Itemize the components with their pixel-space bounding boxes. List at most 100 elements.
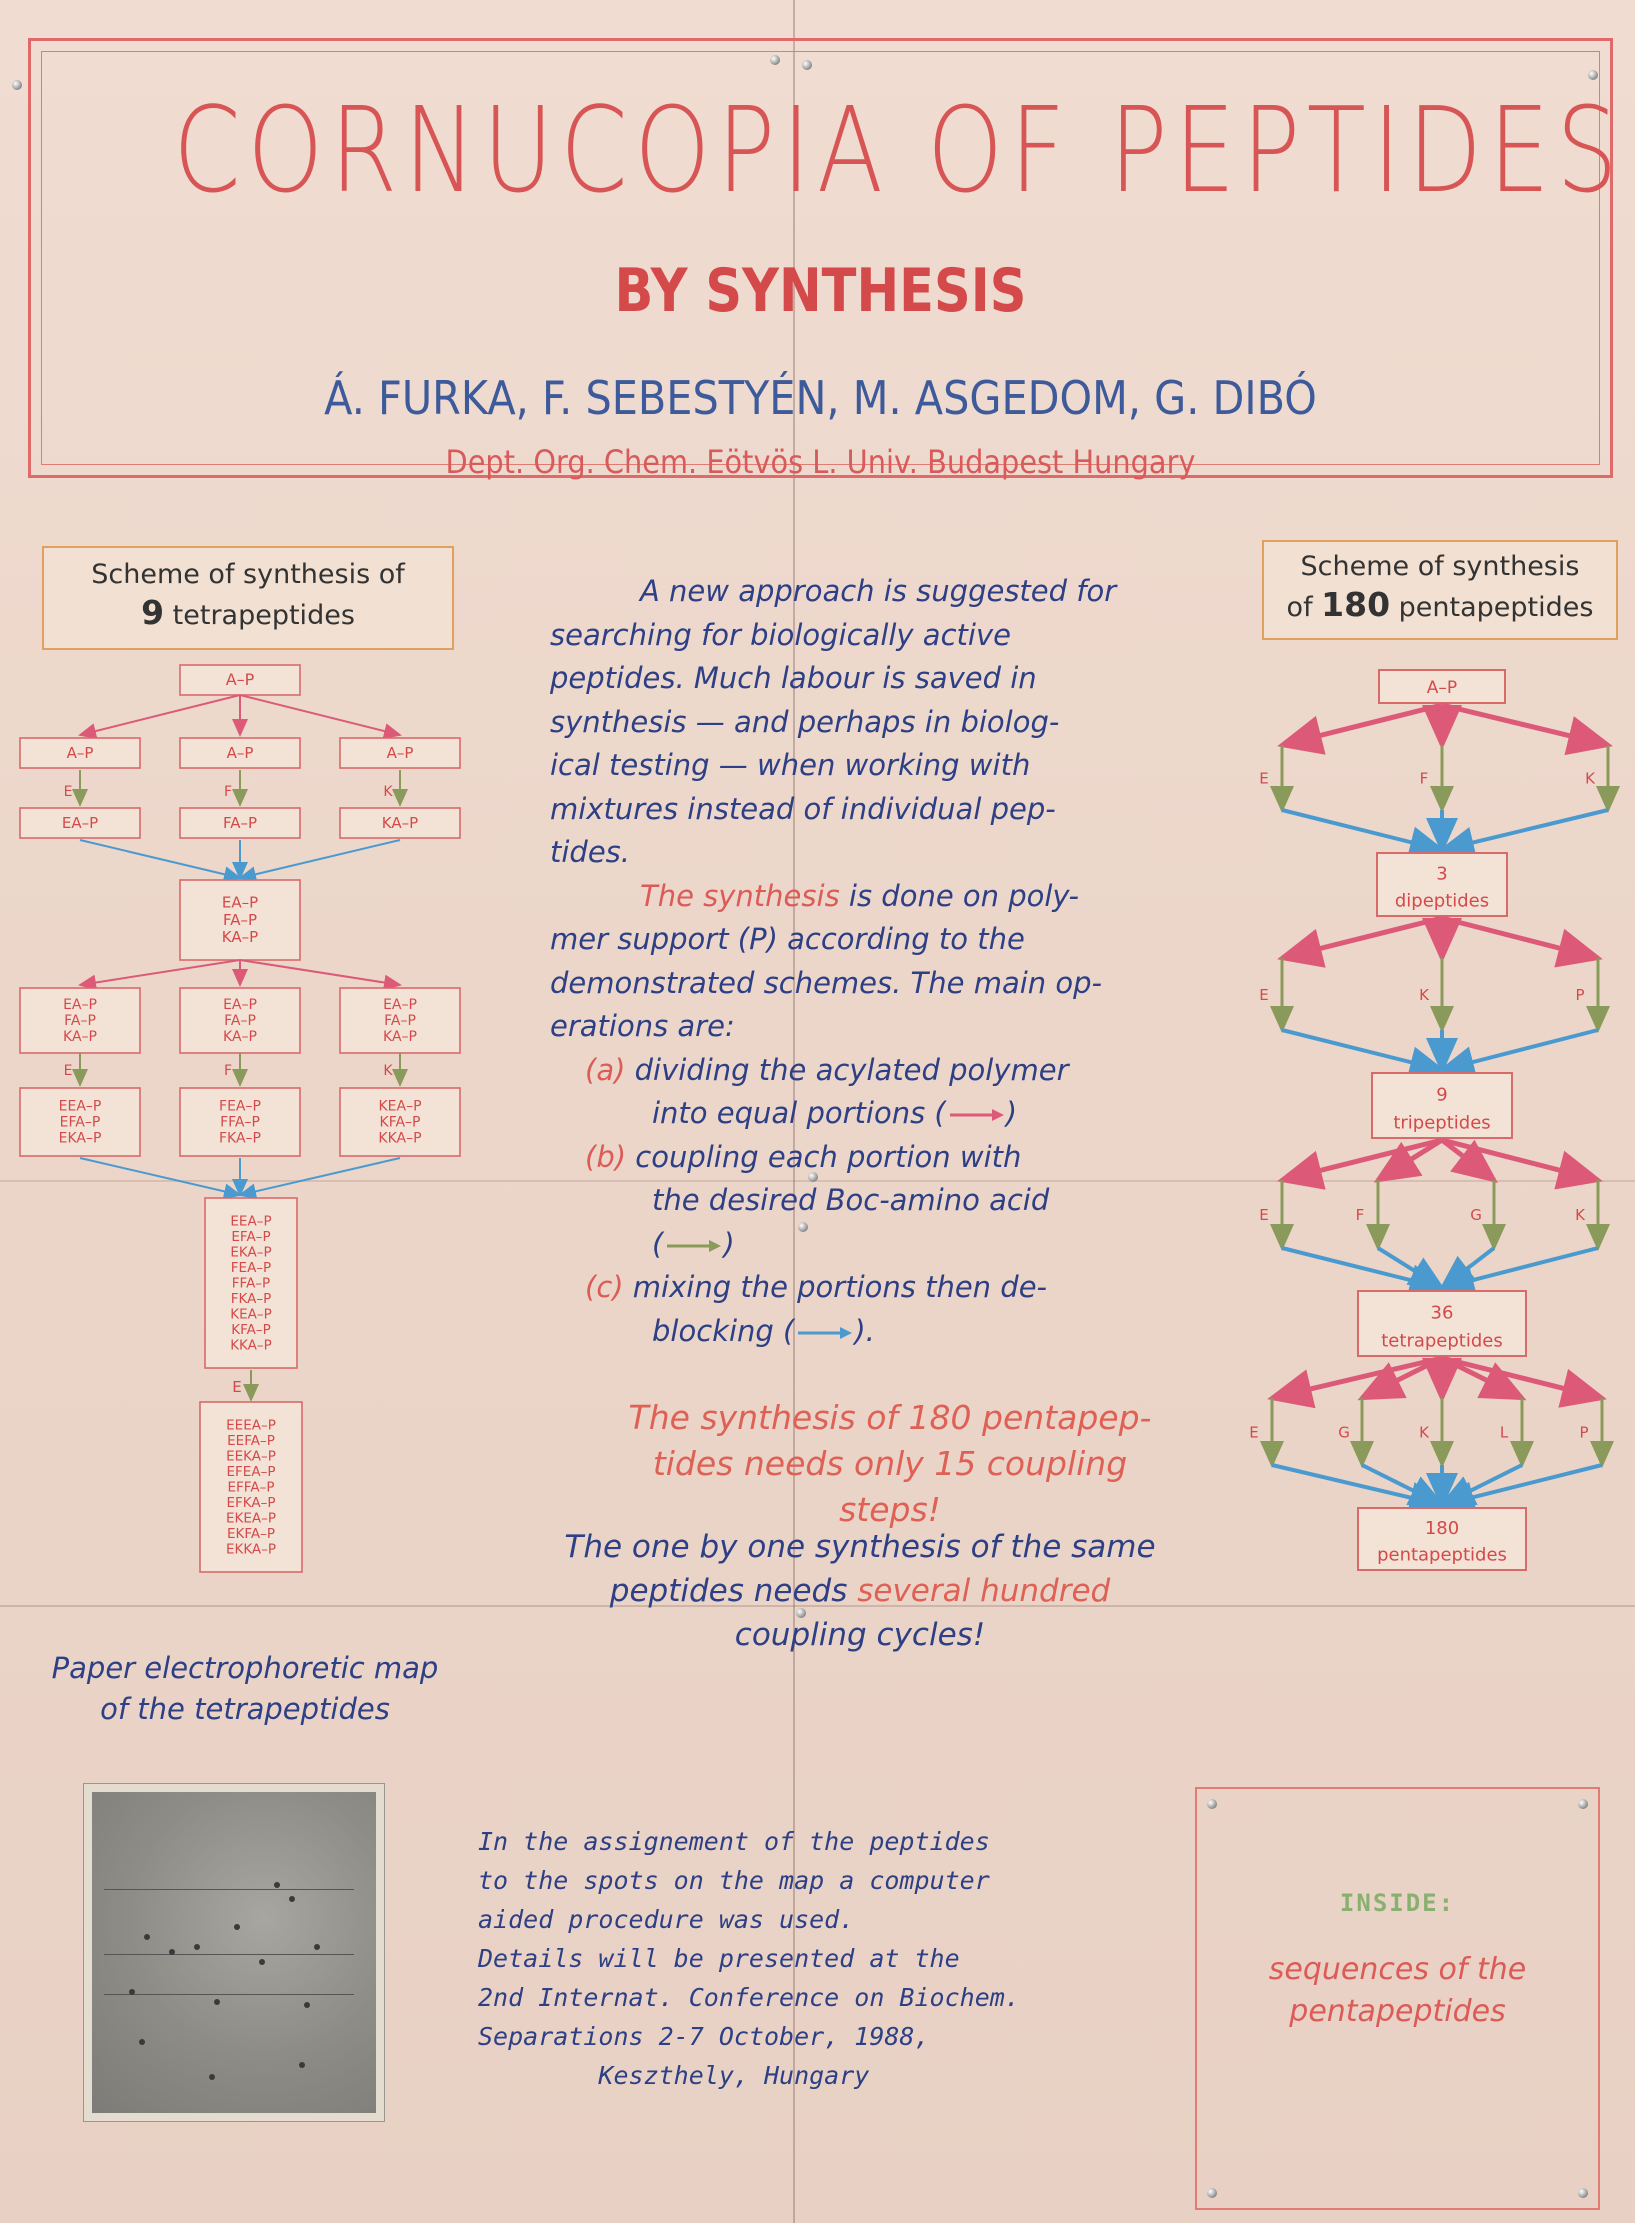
left-top-box <box>179 664 301 696</box>
operation-b-text: coupling each portion with <box>635 1139 1022 1174</box>
right-box-tripeptides-label: tripeptides <box>1393 1112 1490 1133</box>
left-scheme-label-number: 9 <box>141 593 165 632</box>
right-box-pentapeptides <box>1357 1507 1527 1571</box>
map-spot <box>209 2074 215 2080</box>
right-box-pentapeptides-number: 180 <box>1425 1518 1459 1539</box>
operation-b-line3: () <box>550 1223 1160 1267</box>
intro-line: tides. <box>550 835 631 869</box>
red-note-line: tides needs only 15 coupling steps! <box>652 1444 1128 1529</box>
left-row2-box-text: KA–P <box>382 814 418 832</box>
left-row4-box-text: KFA–P <box>380 1115 421 1131</box>
left-row1-box-text: A–P <box>67 744 94 762</box>
left-mix1-box-text: FA–P <box>223 911 257 929</box>
pin-icon <box>808 1172 818 1182</box>
fold-line-vertical <box>793 0 795 2223</box>
left-row3-box <box>339 987 461 1054</box>
right-aa-label: P <box>1579 1424 1588 1442</box>
map-spot <box>139 2039 145 2045</box>
left-row3-box-text: KA–P <box>63 1029 97 1045</box>
red-note-line: The synthesis of 180 pentapep- <box>628 1398 1152 1437</box>
left-scheme-label-line1: Scheme of synthesis of <box>91 559 405 590</box>
right-scheme-label-line1: Scheme of synthesis <box>1300 551 1580 582</box>
arrow <box>1271 1463 1446 1514</box>
assignment-line: Keszthely, Hungary <box>478 2061 870 2090</box>
left-top-box-text: A–P <box>226 670 255 689</box>
arrow <box>1441 915 1603 968</box>
left-mix2-box-text: FEA–P <box>231 1260 271 1276</box>
left-aa2-label: E <box>64 1063 73 1079</box>
affiliation: Dept. Org. Chem. Eötvös L. Univ. Budapes… <box>445 443 1196 481</box>
pin-icon <box>770 55 780 65</box>
operation-c-text: mixing the portions then de- <box>632 1270 1047 1304</box>
map-grid-line <box>104 1954 354 1955</box>
assignment-line: Separations 2-7 October, 1988, <box>478 2022 930 2051</box>
arrow <box>1440 1138 1498 1184</box>
left-row1-box <box>179 737 301 769</box>
pin-icon <box>1207 2188 1217 2198</box>
right-box-tripeptides <box>1371 1072 1513 1139</box>
left-mix2-box-text: KFA–P <box>231 1322 271 1338</box>
couple-arrow-icon <box>667 1239 722 1252</box>
left-mix2-box-text: EKA–P <box>230 1244 271 1260</box>
right-box-dipeptides-label: dipeptides <box>1395 891 1489 912</box>
map-grid-line <box>104 1994 354 1995</box>
right-aa-label: F <box>1420 770 1429 788</box>
arrow <box>1441 702 1613 756</box>
arrow <box>1438 808 1609 859</box>
arrow <box>1441 1137 1603 1190</box>
right-aa-label: K <box>1419 1424 1430 1442</box>
right-aa-label: E <box>1259 986 1268 1004</box>
arrow <box>1277 1137 1443 1190</box>
left-aa2-label: K <box>383 1063 393 1079</box>
operation-c-line2: blocking (). <box>550 1310 1160 1354</box>
arrow <box>1281 1028 1446 1078</box>
assignment-line: 2nd Internat. Conference on Biochem. <box>478 1983 1020 2012</box>
assignment-line: Details will be presented at the <box>478 1944 960 1973</box>
method-line-rest: is done on poly- <box>839 878 1080 913</box>
left-row2-box-text: EA–P <box>62 814 98 832</box>
left-mix2-box-text: FFA–P <box>232 1275 270 1291</box>
left-row3-box-text: FA–P <box>384 1013 416 1029</box>
arrow <box>238 1157 401 1200</box>
left-final-box-text: EEKA–P <box>226 1448 276 1464</box>
right-aa-label: P <box>1575 986 1584 1004</box>
mix-arrow-icon <box>798 1326 853 1339</box>
intro-line: A new approach is suggested for <box>640 574 1117 608</box>
intro-line: peptides. Much labour is saved in <box>550 661 1037 695</box>
map-label-line: Paper electrophoretic map <box>51 1651 439 1685</box>
fold-line-horizontal-lower <box>0 1605 1635 1607</box>
left-mix2-box-text: FKA–P <box>231 1291 272 1307</box>
right-aa-label: K <box>1585 770 1596 788</box>
left-mix2-box-text: EEA–P <box>230 1213 271 1229</box>
operation-a: (a) dividing the acylated polymer <box>550 1049 1160 1093</box>
assignment-line: aided procedure was used. <box>478 1905 855 1934</box>
arrow <box>1438 1246 1599 1296</box>
assignment-note: In the assignement of the peptides to th… <box>478 1822 1088 2095</box>
left-row4-box-text: KEA–P <box>378 1098 421 1114</box>
pin-icon <box>796 1608 806 1618</box>
map-spot <box>259 1959 265 1965</box>
left-final-box-text: EKKA–P <box>226 1541 276 1557</box>
left-row4-box-text: KKA–P <box>378 1131 421 1147</box>
operation-b: (b) coupling each portion with <box>550 1136 1160 1180</box>
right-aa-label: K <box>1575 1206 1586 1224</box>
left-row3-box <box>179 987 301 1054</box>
method-line: demonstrated schemes. The main op- <box>550 965 1102 1000</box>
left-row3-box-text: FA–P <box>224 1013 256 1029</box>
left-row4-box-text: FFA–P <box>220 1115 260 1131</box>
left-final-box-text: EKFA–P <box>227 1526 275 1542</box>
left-row1-box <box>339 737 461 769</box>
arrow <box>239 959 402 991</box>
introduction-text: A new approach is suggested for searchin… <box>550 570 1160 1353</box>
left-row4-box <box>179 1087 301 1157</box>
intro-line: synthesis — and perhaps in biolog- <box>550 704 1060 739</box>
arrow <box>239 694 402 739</box>
arrow <box>1376 1246 1446 1291</box>
pin-icon <box>12 80 22 90</box>
operation-a-text: dividing the acylated polymer <box>634 1052 1069 1087</box>
pin-icon <box>802 60 812 70</box>
left-row3-box <box>19 987 141 1054</box>
left-mix1-box-text: EA–P <box>222 894 258 912</box>
left-aa1-label: K <box>383 784 393 800</box>
map-spot <box>274 1882 280 1888</box>
